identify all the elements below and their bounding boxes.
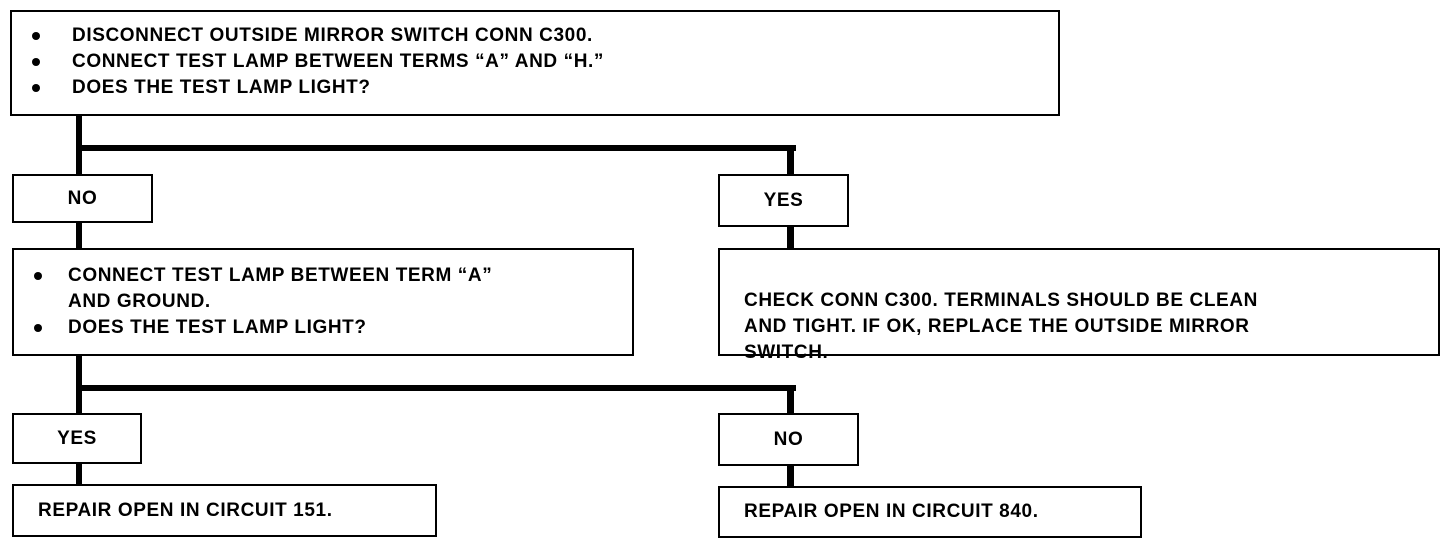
connector-yes1-down: [787, 226, 794, 250]
step2-item-text: DOES THE TEST LAMP LIGHT?: [68, 317, 367, 338]
branch2-no-label: NO: [773, 429, 804, 450]
step1-item-text: DOES THE TEST LAMP LIGHT?: [72, 77, 371, 98]
branch1-yes-label: YES: [763, 190, 804, 211]
connector-no1-down: [76, 222, 82, 250]
connector-yes2-down: [76, 463, 82, 485]
step1-item-text: DISCONNECT OUTSIDE MIRROR SWITCH CONN C3…: [72, 25, 593, 46]
branch2-yes-box: YES: [12, 413, 142, 464]
step1-box: DISCONNECT OUTSIDE MIRROR SWITCH CONN C3…: [10, 10, 1060, 116]
connector-no2-down: [787, 465, 794, 487]
connector-branch1-yes-down: [787, 145, 794, 175]
yes-result1-text: CHECK CONN C300. TERMINALS SHOULD BE CLE…: [744, 290, 1258, 363]
step2-item: CONNECT TEST LAMP BETWEEN TERM “A” AND G…: [28, 263, 632, 315]
connector-step1-down: [76, 115, 82, 174]
bullet-icon: [32, 84, 40, 92]
connector-branch2-no-down: [787, 385, 794, 415]
step2-list: CONNECT TEST LAMP BETWEEN TERM “A” AND G…: [28, 263, 632, 341]
step1-list: DISCONNECT OUTSIDE MIRROR SWITCH CONN C3…: [26, 23, 1058, 101]
bullet-icon: [34, 272, 42, 280]
branch2-no-box: NO: [718, 413, 859, 466]
step1-item: CONNECT TEST LAMP BETWEEN TERMS “A” AND …: [26, 49, 1058, 75]
result-no2-text: REPAIR OPEN IN CIRCUIT 840.: [744, 501, 1039, 522]
bullet-icon: [32, 58, 40, 66]
step2-item-text: CONNECT TEST LAMP BETWEEN TERM “A” AND G…: [68, 265, 493, 312]
connector-branch2-horizontal: [76, 385, 796, 391]
step1-item-text: CONNECT TEST LAMP BETWEEN TERMS “A” AND …: [72, 51, 605, 72]
result-no2-box: REPAIR OPEN IN CIRCUIT 840.: [718, 486, 1142, 538]
connector-branch1-horizontal: [76, 145, 796, 151]
branch1-no-label: NO: [67, 188, 98, 209]
yes-result1-box: CHECK CONN C300. TERMINALS SHOULD BE CLE…: [718, 248, 1440, 363]
result-yes2-box: REPAIR OPEN IN CIRCUIT 151.: [12, 484, 437, 537]
step1-item: DOES THE TEST LAMP LIGHT?: [26, 75, 1058, 101]
branch1-yes-box: YES: [718, 174, 849, 227]
bullet-icon: [34, 324, 42, 332]
step2-box: CONNECT TEST LAMP BETWEEN TERM “A” AND G…: [12, 248, 634, 356]
bullet-icon: [32, 32, 40, 40]
step1-item: DISCONNECT OUTSIDE MIRROR SWITCH CONN C3…: [26, 23, 1058, 49]
step2-item: DOES THE TEST LAMP LIGHT?: [28, 315, 632, 341]
branch1-no-box: NO: [12, 174, 153, 223]
branch2-yes-label: YES: [57, 428, 97, 449]
result-yes2-text: REPAIR OPEN IN CIRCUIT 151.: [38, 500, 333, 521]
